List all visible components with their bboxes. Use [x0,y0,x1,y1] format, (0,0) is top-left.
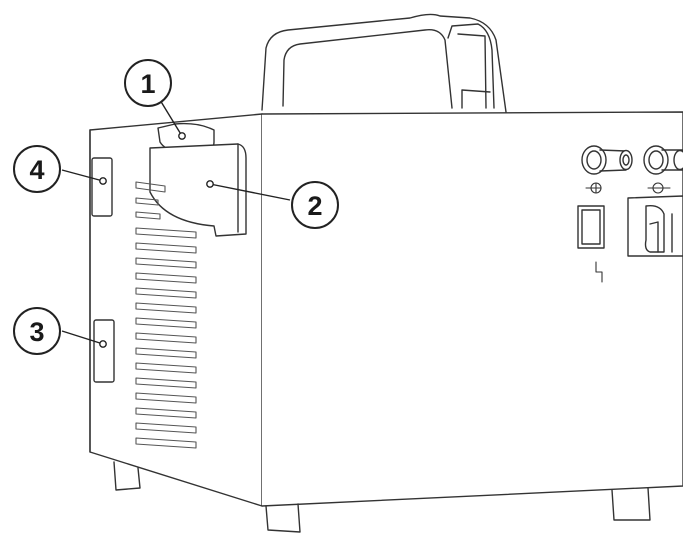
output-connector-left [581,145,633,175]
leader-lines [61,99,291,345]
callout-1: 1 [124,59,172,107]
power-switch-icon [577,205,605,249]
carry-handle [261,13,507,113]
callout-4-label: 4 [29,155,44,185]
lightning-icon [595,261,603,283]
callout-1-label: 1 [140,69,155,99]
callout-2: 2 [291,181,339,229]
side-plate-lower [93,319,115,383]
callout-3-label: 3 [29,317,44,347]
ground-terminal-icon [585,182,602,194]
housing-feet [113,461,651,533]
callout-2-label: 2 [307,191,322,221]
selector-panel [627,195,683,257]
callout-4: 4 [13,145,61,193]
output-connector-right [643,145,683,175]
vent-slots [135,181,197,449]
ground-terminal-icon [647,182,671,194]
housing-front [261,111,683,507]
leader-dots [99,132,214,348]
callout-3: 3 [13,307,61,355]
side-plate-upper [91,157,113,217]
cable-holder [149,122,247,237]
